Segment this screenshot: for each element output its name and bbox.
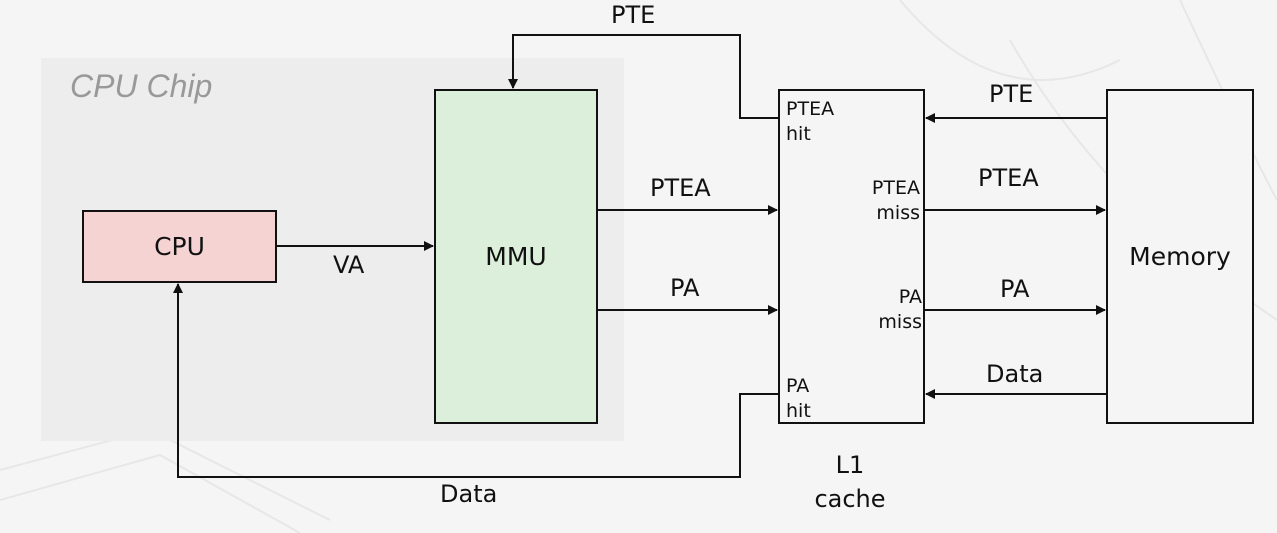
edge-label-l1-mem-ptea: PTEA [978,164,1039,192]
l1-cache-box [778,89,925,424]
edge-label-mem-data: Data [986,360,1044,388]
edge-label-mmu-ptea: PTEA [650,174,711,202]
edge-label-va: VA [333,251,365,279]
edge-label-mmu-pa: PA [670,274,700,302]
l1-port-ptea-miss: PTEA miss [871,177,920,224]
edge-l1-cpu-data [173,283,778,478]
edge-l1-mmu-pte [508,34,778,119]
edge-label-l1-mmu-pte: PTE [611,1,656,29]
mmu-label: MMU [485,242,547,271]
edge-label-mem-pte: PTE [989,80,1034,108]
l1-port-pa-hit: PA hit [786,375,811,422]
cpu-box: CPU [82,210,277,283]
memory-label: Memory [1129,242,1231,271]
l1-port-pa-miss: PA miss [878,286,922,333]
l1-cache-caption: L1 cache [814,451,886,513]
memory-box: Memory [1106,89,1254,424]
mmu-box: MMU [434,89,598,424]
edge-label-l1-cpu-data: Data [440,480,498,508]
edge-label-l1-mem-pa: PA [1000,275,1030,303]
l1-port-ptea-hit: PTEA hit [786,98,835,145]
cpu-label: CPU [154,232,205,261]
cpu-chip-label: CPU Chip [70,68,213,104]
